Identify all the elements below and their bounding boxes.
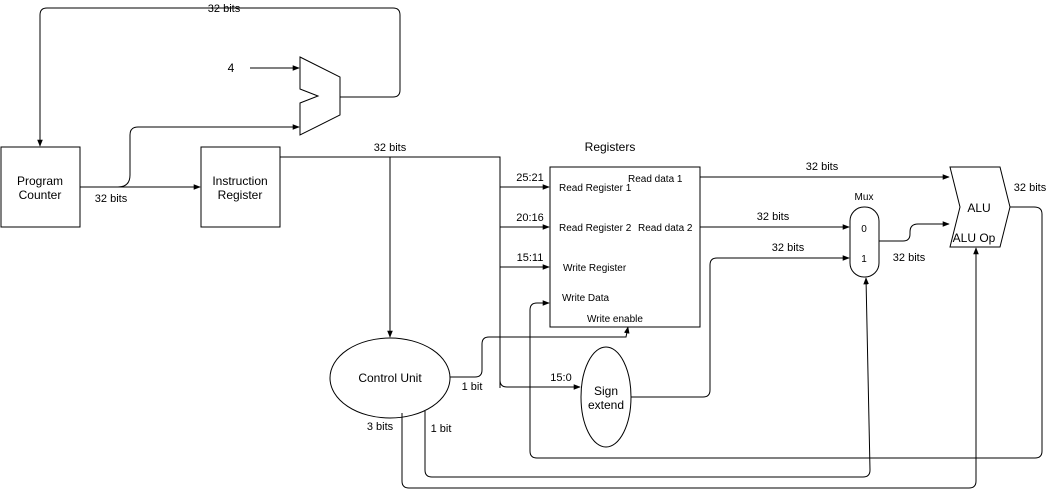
sign-extend-label-2: extend xyxy=(588,398,624,412)
instruction-register-block: Instruction Register xyxy=(200,146,281,228)
control-unit-block: Control Unit xyxy=(329,337,451,419)
pc-to-ir-width: 32 bits xyxy=(95,193,128,205)
pc-feedback-width: 32 bits xyxy=(208,3,241,15)
program-counter-label-2: Counter xyxy=(19,188,62,202)
alu-op-width: 3 bits xyxy=(367,421,394,433)
wires xyxy=(37,7,1043,489)
write-enable-port: Write enable xyxy=(587,314,643,325)
mux-input-0: 0 xyxy=(861,224,867,235)
sign-extend-label-1: Sign xyxy=(594,384,618,398)
wire-labels: 32 bits 4 32 bits 32 bits 25:21 20:16 15… xyxy=(95,3,1047,435)
read-register-2-port: Read Register 2 xyxy=(559,223,632,234)
program-counter-block: Program Counter xyxy=(0,146,81,228)
instruction-register-label-2: Register xyxy=(218,188,263,202)
adder-constant: 4 xyxy=(228,61,235,75)
write-data-port: Write Data xyxy=(562,293,609,304)
field-15-11: 15:11 xyxy=(517,252,544,264)
register-file-block: Registers Read Register 1 Read Register … xyxy=(549,140,701,328)
mux-select-width: 1 bit xyxy=(431,423,452,435)
alu-block: ALU ALU Op xyxy=(949,166,1011,248)
sign-extend-block: Sign extend xyxy=(580,346,632,448)
alu-out-width: 32 bits xyxy=(1014,182,1047,194)
field-15-0: 15:0 xyxy=(550,372,571,384)
read-data-1-port: Read data 1 xyxy=(628,174,683,185)
field-25-21: 25:21 xyxy=(516,172,544,184)
mux-out-width: 32 bits xyxy=(893,252,926,264)
read-data-2-width: 32 bits xyxy=(757,211,790,223)
alu-op-label: ALU Op xyxy=(953,231,996,245)
adder-block xyxy=(299,56,341,136)
mux-input-1: 1 xyxy=(861,254,867,265)
sign-extend-width: 32 bits xyxy=(772,242,805,254)
write-enable-width: 1 bit xyxy=(462,381,483,393)
ir-bus-width: 32 bits xyxy=(374,142,407,154)
alu-label: ALU xyxy=(967,201,990,215)
write-register-port: Write Register xyxy=(563,263,627,274)
instruction-register-label-1: Instruction xyxy=(212,174,267,188)
mux-block: Mux 0 1 xyxy=(849,192,880,278)
field-20-16: 20:16 xyxy=(516,212,544,224)
read-data-1-width: 32 bits xyxy=(806,161,839,173)
program-counter-label-1: Program xyxy=(17,174,63,188)
mux-title: Mux xyxy=(855,192,874,203)
control-unit-label: Control Unit xyxy=(358,371,422,385)
read-data-2-port: Read data 2 xyxy=(638,223,693,234)
registers-title: Registers xyxy=(585,140,636,154)
read-register-1-port: Read Register 1 xyxy=(559,183,632,194)
